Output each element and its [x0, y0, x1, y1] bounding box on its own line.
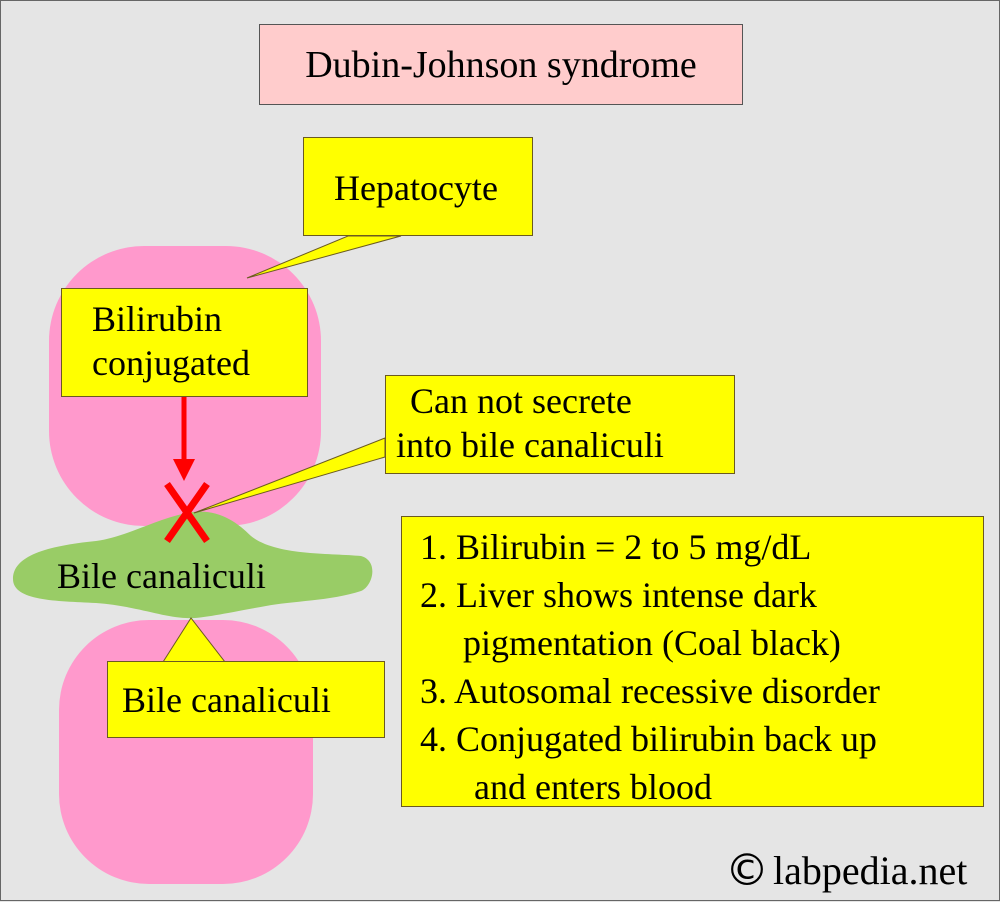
copyright-icon: © — [725, 845, 769, 896]
watermark-text: labpedia.net — [773, 848, 968, 893]
secrete-line-2: into bile canaliculi — [396, 425, 664, 465]
bilirubin-conjugated-box: Bilirubin conjugated — [61, 288, 308, 397]
bile-callout-label: Bile canaliculi — [122, 680, 331, 720]
hepatocyte-callout-tail — [246, 235, 402, 279]
blocked-x-icon — [164, 481, 210, 544]
watermark: © labpedia.net — [725, 847, 967, 895]
secrete-callout: Can not secrete into bile canaliculi — [385, 375, 735, 474]
fact-item: 3. Autosomal recessive disorder — [420, 671, 880, 711]
fact-item: 2. Liver shows intense dark — [420, 575, 817, 615]
bile-canaliculi-label: Bile canaliculi — [57, 556, 266, 596]
conjugated-line-1: Bilirubin — [92, 299, 223, 339]
fact-item: 1. Bilirubin = 2 to 5 mg/dL — [420, 527, 812, 567]
arrow-down-icon — [173, 459, 195, 481]
facts-box: 1. Bilirubin = 2 to 5 mg/dL 2. Liver sho… — [401, 516, 984, 807]
title-box: Dubin-Johnson syndrome — [259, 24, 743, 105]
bile-canaliculi-shape — [13, 511, 373, 619]
bile-canaliculi-callout: Bile canaliculi — [107, 661, 385, 738]
hepatocyte-label: Hepatocyte — [334, 168, 498, 208]
secrete-line-1: Can not secrete — [410, 381, 632, 421]
page-title: Dubin-Johnson syndrome — [305, 43, 697, 86]
conjugated-line-2: conjugated — [92, 343, 250, 383]
fact-item-continuation: pigmentation (Coal black) — [463, 623, 841, 663]
hepatocyte-callout: Hepatocyte — [303, 137, 533, 236]
fact-item-continuation: and enters blood — [474, 767, 712, 807]
fact-item: 4. Conjugated bilirubin back up — [420, 719, 877, 759]
